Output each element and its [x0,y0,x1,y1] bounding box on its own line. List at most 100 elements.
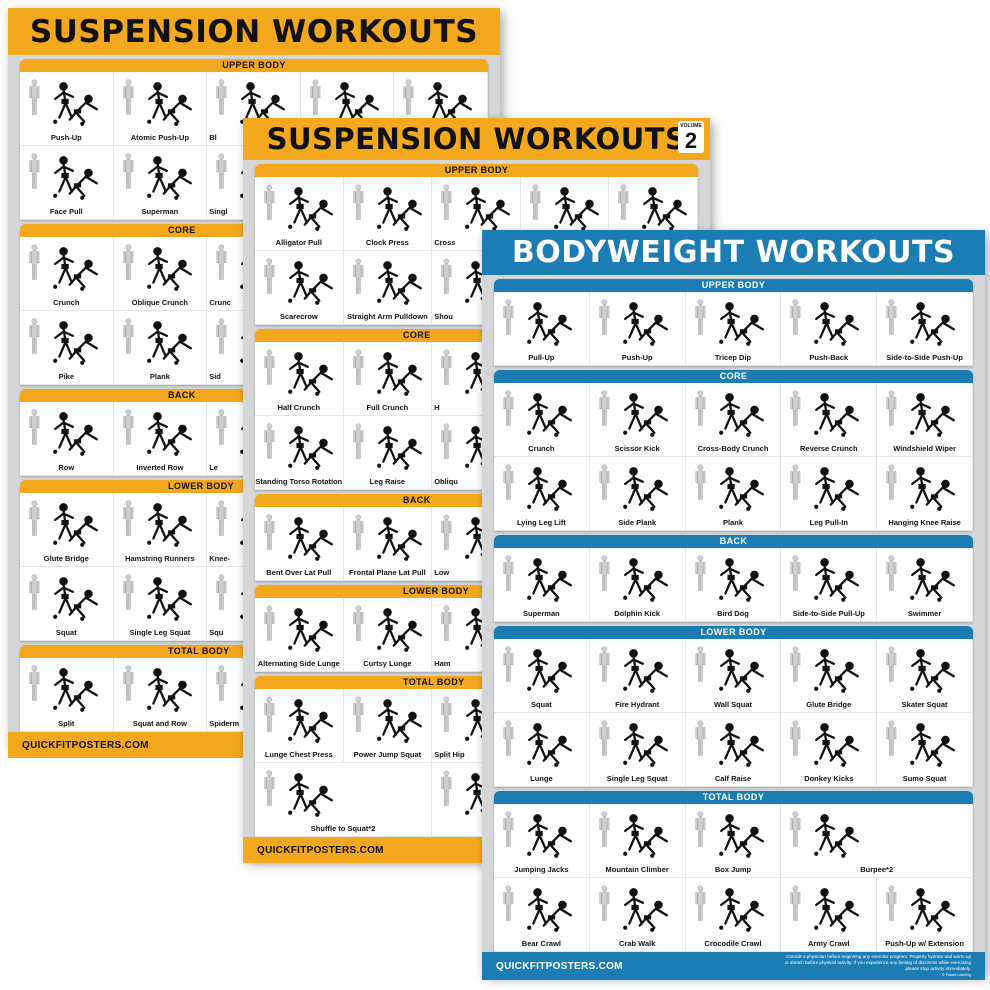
exercise-cell: Split [20,658,114,732]
exercise-illustration-icon [503,390,572,437]
volume-number: 2 [684,128,698,153]
exercise-cell: Leg Raise [343,416,433,490]
exercise-illustration-icon [790,299,860,346]
exercise-cell: Inverted Row [113,402,208,476]
section-title: UPPER BODY [444,165,509,175]
exercise-illustration-icon [503,464,572,511]
exercise-label: Half Crunch [277,403,321,412]
exercise-label: Single Leg Squat [606,774,668,783]
exercise-label: Army Crawl [807,939,850,948]
exercise-illustration-icon [503,555,572,602]
exercise-label: Donkey Kicks [804,774,854,783]
section-title: LOWER BODY [168,481,234,491]
exercise-label: Bird Dog [717,609,749,618]
exercise-illustration-icon [353,696,422,743]
section-total-body: TOTAL BODY Jumping Jacks Mountain Climbe… [494,791,973,952]
exercise-label: Pull-Up [528,353,555,362]
exercise-illustration-icon [886,646,956,693]
section-back: BACK Superman Dolphin Kick Bird Dog Side… [494,535,973,622]
section-header: UPPER BODY [494,279,973,292]
exercise-label: Side-to-Side Push-Up [886,353,963,362]
exercise-cell: Swimmer [877,548,973,622]
exercise-label: H [434,403,440,412]
exercise-illustration-icon [353,349,422,396]
exercise-illustration-icon [886,464,956,511]
exercise-illustration-icon [886,885,956,932]
exercise-label: Cross [434,238,456,247]
exercise-label: Inverted Row [136,463,184,472]
exercise-label: Plank [149,372,170,381]
poster-body: UPPER BODY Pull-Up Push-Up Tricep Dip Pu… [482,275,985,952]
exercise-cell: Jumping Jacks [494,804,590,878]
exercise-cell: Standing Torso Rotation [255,416,344,490]
poster-header: BODYWEIGHT WORKOUTS [482,230,985,275]
exercise-illustration-icon [29,153,98,200]
exercise-illustration-icon [695,811,764,858]
exercise-label: Side Plank [618,518,657,527]
exercise-cell: Push-Up [20,72,114,146]
exercise-label: Glute Bridge [806,700,852,709]
exercise-illustration-icon [790,464,860,511]
disclaimer-text: Consult a physician before beginning any… [781,954,971,978]
exercise-label: Scissor Kick [614,444,660,453]
exercise-illustration-icon [599,720,668,767]
exercise-label: Crunch [528,444,555,453]
exercise-label: Burpee*2 [860,865,894,874]
exercise-label: Spiderm [209,719,240,728]
exercise-cell: Bear Crawl [494,878,590,952]
exercise-label: Lying Leg Lift [516,518,566,527]
exercise-label: Swimmer [907,609,942,618]
exercise-illustration-icon [264,605,333,652]
exercise-illustration-icon [695,299,764,346]
exercise-cell: Tricep Dip [685,292,782,366]
exercise-cell: Glute Bridge [20,493,114,567]
exercise-cell: Push-Back [781,292,878,366]
exercise-cell: Alligator Pull [255,177,344,251]
exercise-illustration-icon [264,423,333,470]
exercise-cell: Pull-Up [494,292,590,366]
exercise-cell: Frontal Plane Lat Pull [343,507,433,581]
exercise-label: Straight Arm Pulldown [347,312,428,321]
exercise-label: Obliqu [434,477,458,486]
exercise-cell: Lunge [494,713,590,787]
section-header: UPPER BODY [20,59,488,72]
exercise-label: Bl [209,133,217,142]
exercise-label: Crunch [53,298,80,307]
exercise-illustration-icon [695,555,764,602]
exercise-illustration-icon [503,720,572,767]
exercise-cell: Pike [20,311,114,385]
exercise-label: Row [58,463,75,472]
exercise-label: Singl [209,207,228,216]
exercise-label: Mountain Climber [605,865,669,874]
exercise-label: Dolphin Kick [614,609,661,618]
section-title: TOTAL BODY [403,677,465,687]
exercise-illustration-icon [264,258,333,305]
website-link[interactable]: QUICKFITPOSTERS.COM [22,739,149,751]
exercise-label: Bear Crawl [521,939,561,948]
exercise-illustration-icon [29,318,98,365]
exercise-illustration-icon [29,409,98,456]
exercise-label: Squat and Row [132,719,187,728]
exercise-label: Split Hip [434,750,465,759]
exercise-label: Standing Torso Rotation [255,477,343,486]
exercise-cell: Fire Hydrant [589,639,686,713]
exercise-cell: Push-Up [589,292,686,366]
exercise-illustration-icon [29,574,98,621]
section-title: UPPER BODY [701,280,766,290]
exercise-illustration-icon [695,720,764,767]
exercise-illustration-icon [264,514,333,561]
exercise-cell: Lunge Chest Press [255,689,344,763]
exercise-label: Ham [434,659,451,668]
exercise-cell: Superman [113,146,208,220]
section-header: CORE [494,370,973,383]
exercise-illustration-icon [886,299,956,346]
website-link[interactable]: QUICKFITPOSTERS.COM [257,844,384,856]
exercise-label: Lunge [530,774,553,783]
website-link[interactable]: QUICKFITPOSTERS.COM [496,960,623,972]
exercise-illustration-icon [599,464,668,511]
exercise-illustration-icon [695,464,764,511]
exercise-illustration-icon [123,500,192,547]
exercise-cell: Leg Pull-In [781,457,878,531]
exercise-label: Crocodile Crawl [704,939,762,948]
